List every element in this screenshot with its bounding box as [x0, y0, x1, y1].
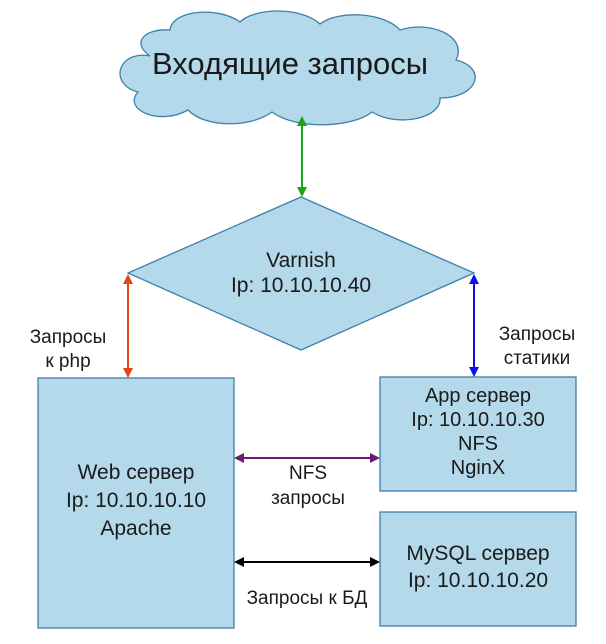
- db-requests-label: Запросы к БД: [246, 588, 368, 609]
- static-requests-label-2: статики: [503, 348, 571, 369]
- web-server-node: [37, 377, 235, 629]
- app-server-name: App сервер: [424, 385, 532, 407]
- app-server-nfs: NFS: [458, 433, 498, 455]
- incoming-requests-title: Входящие запросы: [151, 46, 429, 81]
- web-server-ip: Ip: 10.10.10.10: [65, 489, 207, 512]
- static-requests-label-1: Запросы: [498, 324, 576, 345]
- nfs-requests-label-1: NFS: [289, 463, 327, 484]
- app-server-node: [379, 376, 577, 492]
- nfs-requests-label-2: запросы: [271, 488, 345, 509]
- php-requests-label-2: к php: [45, 351, 91, 372]
- web-server-name: Web сервер: [77, 461, 195, 484]
- mysql-server-ip: Ip: 10.10.10.20: [407, 569, 549, 592]
- varnish-node: [126, 196, 476, 351]
- php-requests-label-1: Запросы: [29, 327, 107, 348]
- app-server-nginx: NginX: [450, 457, 506, 479]
- varnish-name: Varnish: [266, 249, 336, 272]
- incoming-requests-cloud: [119, 10, 476, 126]
- mysql-server-node: [379, 511, 577, 627]
- varnish-ip: Ip: 10.10.10.40: [230, 274, 372, 297]
- mysql-server-name: MySQL сервер: [406, 542, 550, 565]
- app-server-ip: Ip: 10.10.10.30: [411, 409, 545, 431]
- web-server-software: Apache: [100, 517, 172, 540]
